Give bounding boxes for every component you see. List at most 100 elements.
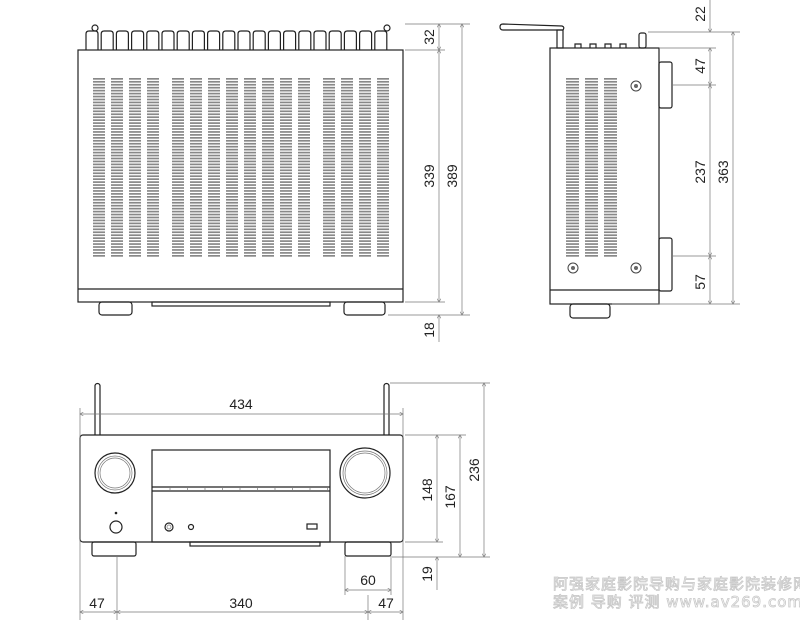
vent-slot — [93, 196, 105, 198]
vent-slot — [604, 122, 617, 124]
vent-slot — [604, 101, 617, 104]
vent-slot — [298, 119, 310, 121]
vent-slot — [93, 92, 105, 95]
vent-slot — [262, 207, 274, 210]
vent-slot — [604, 92, 617, 95]
vent-slot — [359, 169, 371, 172]
vent-slot — [323, 160, 335, 163]
vent-slot — [111, 213, 123, 216]
vent-slot — [172, 249, 184, 251]
vent-slot — [172, 213, 184, 216]
vent-slot — [129, 116, 141, 119]
vent-slot — [298, 101, 310, 104]
vent-slot — [323, 190, 335, 192]
vent-slot — [323, 107, 335, 110]
vent-slot — [262, 119, 274, 121]
vent-slot — [604, 116, 617, 119]
vent-slot — [298, 181, 310, 183]
vent-slot — [190, 252, 202, 254]
vent-slot — [93, 128, 105, 130]
vent-slot — [147, 169, 159, 172]
vent-slot — [244, 107, 256, 110]
vent-slot — [129, 237, 141, 239]
vent-slot — [190, 125, 202, 127]
watermark: 阿强家庭影院导购与家庭影院装修网 案例 导购 评测 www.av269.com — [553, 575, 800, 612]
dim-antenna-top: 22 — [692, 6, 708, 22]
vent-slot — [262, 89, 274, 92]
vent-slot — [111, 207, 123, 210]
vent-slot — [323, 137, 335, 139]
vent-slot — [604, 193, 617, 195]
vent-slot — [298, 163, 310, 166]
vent-slot — [604, 134, 617, 136]
vent-slot — [280, 104, 292, 107]
vent-slot — [129, 222, 141, 225]
vent-slot — [172, 240, 184, 242]
vent-slot — [262, 172, 274, 175]
vent-slot — [226, 107, 238, 110]
vent-slot — [359, 110, 371, 113]
terminal-icon — [100, 30, 114, 50]
vent-slot — [341, 169, 353, 172]
vent-slot — [359, 160, 371, 163]
vent-slot — [111, 107, 123, 110]
vent-slot — [111, 193, 123, 195]
vent-slot — [129, 234, 141, 237]
vent-slot — [566, 181, 579, 183]
vent-slot — [341, 104, 353, 107]
vent-slot — [244, 92, 256, 95]
power-button-icon — [109, 520, 123, 534]
vent-slot — [111, 131, 123, 133]
vent-slot — [377, 178, 389, 180]
vent-slot — [585, 196, 598, 198]
svg-text:案例 导购 评测 www.av269.com: 案例 导购 评测 www.av269.com — [553, 593, 800, 611]
vent-slot — [244, 125, 256, 127]
vent-slot — [111, 255, 123, 257]
vent-slot — [323, 113, 335, 116]
vent-slot — [190, 187, 202, 189]
vent-slot — [93, 98, 105, 101]
vent-slot — [262, 222, 274, 225]
vent-slot — [244, 181, 256, 183]
vent-slot — [280, 166, 292, 169]
vent-slot — [172, 101, 184, 104]
vent-slot — [129, 142, 141, 145]
vent-slot — [93, 122, 105, 124]
vent-slot — [359, 83, 371, 86]
vent-slot — [298, 249, 310, 251]
vent-slot — [566, 201, 579, 204]
vent-slot — [585, 207, 598, 210]
vent-slot — [244, 89, 256, 92]
vent-slot — [226, 201, 238, 204]
vent-slot — [190, 86, 202, 89]
vent-slot — [280, 237, 292, 239]
vent-slot — [190, 240, 202, 242]
vent-slot — [298, 157, 310, 160]
terminal-icon — [176, 30, 190, 50]
vent-slot — [226, 163, 238, 166]
vent-slot — [93, 172, 105, 175]
vent-slot — [93, 101, 105, 104]
vent-slot — [359, 204, 371, 207]
vent-slot — [566, 172, 579, 175]
vent-slot — [172, 201, 184, 204]
vent-slot — [262, 107, 274, 110]
vent-slot — [172, 184, 184, 186]
vent-slot — [172, 234, 184, 237]
vent-slot — [377, 249, 389, 251]
vent-slot — [341, 240, 353, 242]
vent-slot — [226, 249, 238, 251]
vent-slot — [172, 246, 184, 248]
vent-slot — [585, 190, 598, 192]
vent-slot — [262, 231, 274, 234]
vent-slot — [377, 184, 389, 186]
vent-slot — [280, 175, 292, 178]
vent-slot — [190, 190, 202, 192]
vent-slot — [359, 134, 371, 136]
vent-slot — [147, 166, 159, 169]
vent-slot — [111, 178, 123, 180]
vent-slot — [93, 178, 105, 180]
dim-lower-knob: 57 — [692, 274, 708, 290]
vent-slot — [111, 219, 123, 222]
vent-slot — [377, 80, 389, 83]
